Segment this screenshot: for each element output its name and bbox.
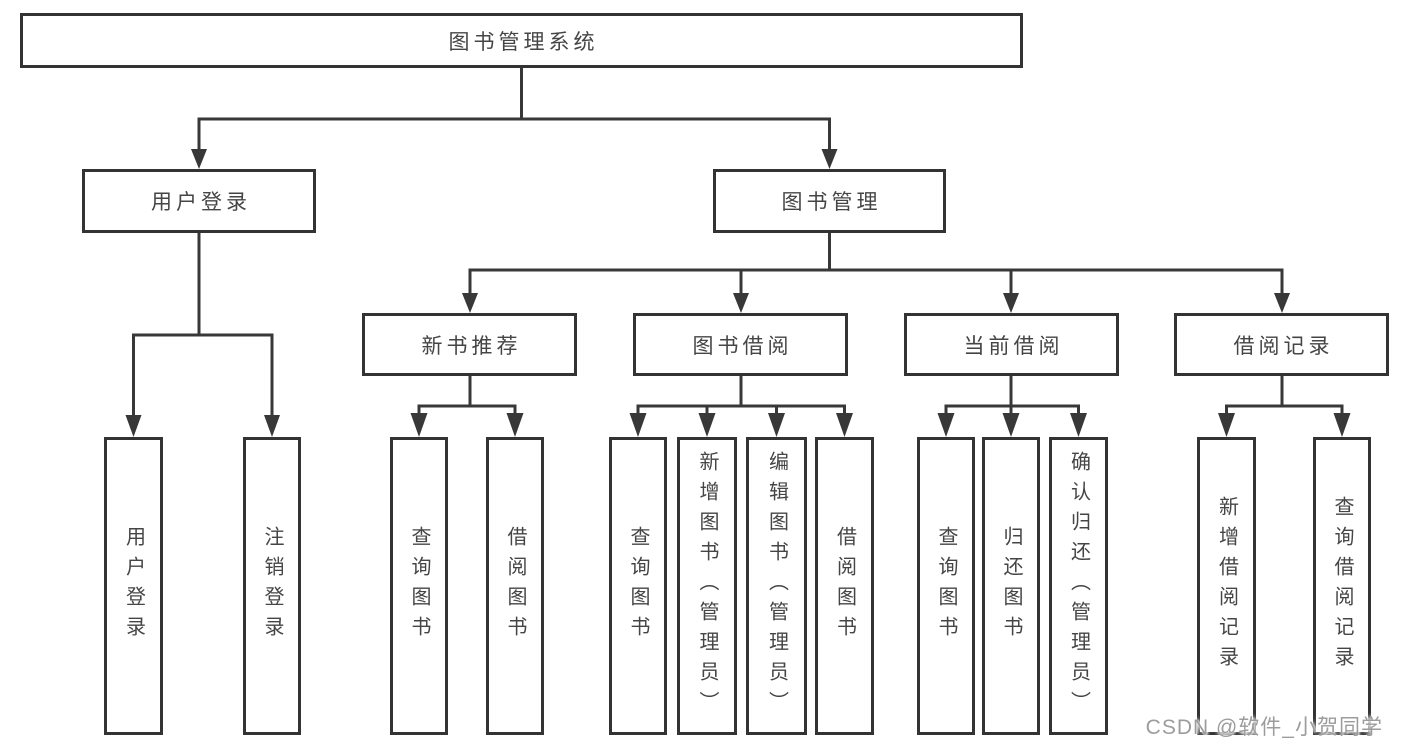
leaf-query-book-current-label: 查询图书 [935,526,957,646]
leaf-add-book-admin-label: 新增图书（管理员） [696,451,718,721]
node-new-book-recommend: 新书推荐 [362,313,577,376]
node-current-borrow-label: 当前借阅 [963,334,1064,358]
leaf-query-book-recommend-label: 查询图书 [408,526,430,646]
node-book-borrow: 图书借阅 [633,313,848,376]
node-root: 图书管理系统 [20,13,1023,68]
leaf-borrow-book-recommend: 借阅图书 [486,437,544,735]
leaf-logout-label: 注销登录 [261,526,283,646]
leaf-return-book-label: 归还图书 [1000,526,1022,646]
leaf-add-borrow-record-label: 新增借阅记录 [1215,496,1238,676]
node-borrow-records-label: 借阅记录 [1233,334,1334,358]
leaf-user-login: 用户登录 [104,437,163,735]
node-book-borrow-label: 图书借阅 [692,334,793,358]
leaf-borrow-book-recommend-label: 借阅图书 [504,526,526,646]
leaf-query-book-borrow-label: 查询图书 [627,526,649,646]
node-borrow-records: 借阅记录 [1174,313,1389,376]
leaf-confirm-return-admin: 确认归还（管理员） [1049,437,1108,735]
node-user-login-label: 用户登录 [151,191,251,214]
leaf-query-book-borrow: 查询图书 [609,437,667,735]
node-user-login: 用户登录 [82,169,316,233]
leaf-borrow-book-label: 借阅图书 [833,526,856,646]
leaf-query-borrow-record-label: 查询借阅记录 [1331,496,1353,676]
leaf-edit-book-admin-label: 编辑图书（管理员） [765,451,788,721]
leaf-confirm-return-admin-label: 确认归还（管理员） [1067,451,1090,721]
leaf-edit-book-admin: 编辑图书（管理员） [746,437,807,735]
leaf-user-login-label: 用户登录 [122,526,145,646]
leaf-add-book-admin: 新增图书（管理员） [677,437,737,735]
leaf-borrow-book: 借阅图书 [815,437,874,735]
node-root-label: 图书管理系统 [448,30,599,54]
node-current-borrow: 当前借阅 [904,313,1119,376]
csdn-watermark: CSDN @软件_小贺同学 [1145,716,1383,739]
node-book-management-label: 图书管理 [781,191,882,214]
leaf-query-book-current: 查询图书 [917,437,975,735]
leaf-query-borrow-record: 查询借阅记录 [1313,437,1371,735]
leaf-query-book-recommend: 查询图书 [390,437,448,735]
node-book-management: 图书管理 [713,169,946,233]
leaf-return-book: 归还图书 [982,437,1040,735]
node-new-book-recommend-label: 新书推荐 [421,334,522,358]
leaf-logout: 注销登录 [243,437,301,735]
leaf-add-borrow-record: 新增借阅记录 [1197,437,1256,735]
